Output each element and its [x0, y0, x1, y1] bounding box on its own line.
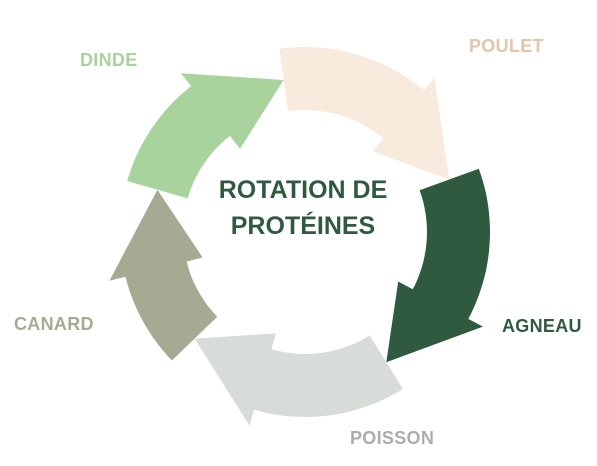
arrow-canard [109, 189, 218, 361]
diagram-title-line-1: ROTATION DE [218, 176, 388, 204]
arrow-agneau [386, 168, 490, 363]
diagram-title: ROTATION DE PROTÉINES [198, 172, 408, 244]
label-poisson: POISSON [350, 428, 435, 448]
label-agneau: AGNEAU [502, 316, 582, 336]
arrow-poisson [194, 333, 403, 426]
arrow-poulet [279, 47, 450, 180]
label-poulet: POULET [469, 36, 544, 56]
label-dinde: DINDE [80, 50, 138, 70]
arrow-dinde [127, 73, 284, 199]
diagram-title-line-2: PROTÉINES [230, 212, 376, 240]
label-canard: CANARD [14, 314, 94, 334]
